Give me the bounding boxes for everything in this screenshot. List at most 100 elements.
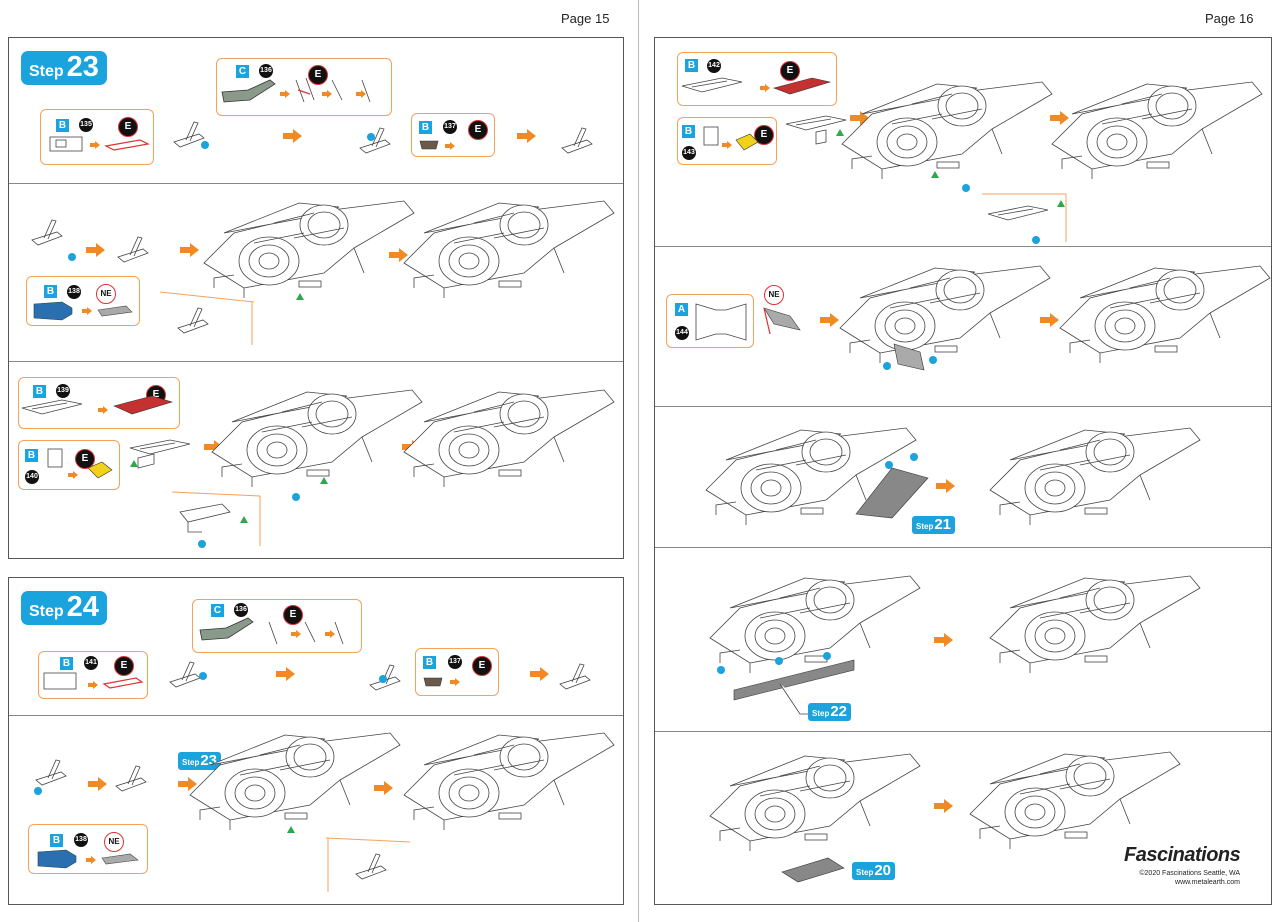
strut-assembly <box>31 219 63 246</box>
part-number: 136 <box>259 64 273 78</box>
step-20-part-drawing <box>781 857 845 883</box>
row-divider <box>655 406 1271 407</box>
part-144-folded-drawing <box>763 307 801 335</box>
step-21-part-drawing <box>855 467 929 519</box>
part-140-folded-drawing <box>87 461 113 479</box>
alignment-dot <box>962 184 970 192</box>
step-22-reference-badge: Step 22 <box>808 703 852 721</box>
sheet-label: B <box>685 59 698 72</box>
alignment-dot <box>1032 236 1040 244</box>
part-143-folded-drawing <box>735 133 759 151</box>
alignment-dot <box>775 657 783 665</box>
step-21-reference-badge: Step 21 <box>912 516 956 534</box>
ship-drawing <box>189 732 401 831</box>
strut-assembly <box>117 236 149 263</box>
alignment-dot <box>883 362 891 370</box>
strut-assembly <box>561 127 593 154</box>
part-number: 140 <box>25 470 39 484</box>
tool-ne-icon: NE <box>764 285 784 305</box>
ref-word: Step <box>916 522 934 531</box>
ship-drawing <box>1059 265 1271 364</box>
part-139-folded-drawing <box>113 395 174 415</box>
alignment-dot <box>823 652 831 660</box>
strut-assembly <box>115 765 147 792</box>
sheet-label: B <box>60 657 73 670</box>
step-20-reference-badge: Step 20 <box>852 862 896 880</box>
part-144-placement-drawing <box>893 343 925 371</box>
detail-inset <box>982 193 1067 242</box>
ship-drawing <box>989 427 1201 526</box>
ship-drawing <box>969 751 1181 850</box>
ship-drawing <box>1051 81 1263 180</box>
sheet-label: B <box>56 119 69 132</box>
page-number-right: Page 16 <box>1205 11 1254 26</box>
part-138-drawing <box>33 301 73 321</box>
alignment-dot <box>717 666 725 674</box>
part-143-drawing <box>703 126 719 146</box>
alignment-dot <box>885 461 893 469</box>
part-141-drawing <box>43 672 77 690</box>
website-link[interactable]: www.metalearth.com <box>1175 879 1240 886</box>
alignment-dot <box>199 672 207 680</box>
panel-assembly <box>129 439 191 469</box>
ship-drawing <box>211 389 423 488</box>
part-number: 142 <box>707 59 721 73</box>
row-divider <box>9 361 623 362</box>
ship-drawing <box>841 81 1053 180</box>
step-word: Step <box>29 603 64 620</box>
tool-e-icon: E <box>114 656 134 676</box>
part-number: 136 <box>234 603 248 617</box>
ref-word: Step <box>182 758 200 767</box>
alignment-dot <box>367 133 375 141</box>
part-136-drawing <box>199 617 254 641</box>
part-137-drawing <box>423 677 443 687</box>
row-divider <box>655 547 1271 548</box>
tool-ne-icon: NE <box>96 284 116 304</box>
strut-assembly <box>359 127 391 154</box>
alignment-dot <box>292 493 300 501</box>
part-number: 141 <box>84 656 98 670</box>
row-divider <box>655 246 1271 247</box>
strut-assembly <box>369 664 401 691</box>
ship-drawing <box>403 389 615 488</box>
panel-assembly <box>785 115 847 145</box>
alignment-dot <box>910 453 918 461</box>
marker-triangle <box>1057 200 1065 207</box>
tool-e-icon: E <box>308 65 328 85</box>
row-divider <box>655 731 1271 732</box>
tool-ne-icon: NE <box>104 832 124 852</box>
part-144-drawing <box>695 303 747 341</box>
part-140-drawing <box>47 448 63 468</box>
part-number: 137 <box>448 655 462 669</box>
ref-word: Step <box>812 709 830 718</box>
strut-assembly <box>169 661 201 688</box>
detail-inset <box>171 491 261 546</box>
sheet-label: B <box>419 121 432 134</box>
sheet-label: B <box>44 285 57 298</box>
ref-number: 20 <box>874 862 892 879</box>
sheet-label: B <box>25 449 38 462</box>
sheet-label: A <box>675 303 688 316</box>
part-139-drawing <box>21 399 83 415</box>
part-number: 143 <box>682 146 696 160</box>
part-138-drawing <box>37 849 77 869</box>
ship-drawing <box>989 575 1201 674</box>
marker-triangle <box>240 516 248 523</box>
marker-triangle <box>320 477 328 484</box>
part-142-drawing <box>681 77 743 93</box>
sheet-label: B <box>682 125 695 138</box>
ship-drawing <box>839 265 1051 364</box>
part-number: 144 <box>675 326 689 340</box>
ship-drawing <box>709 753 921 852</box>
alignment-dot <box>201 141 209 149</box>
sheet-label: B <box>423 656 436 669</box>
sheet-label: C <box>211 604 224 617</box>
alignment-dot <box>379 675 387 683</box>
part-136-drawing <box>221 79 276 103</box>
part-137-drawing <box>419 140 439 150</box>
detail-inset <box>159 291 255 345</box>
page-number-left: Page 15 <box>561 11 610 26</box>
ref-number: 22 <box>830 703 848 720</box>
ref-word: Step <box>856 868 874 877</box>
alignment-dot <box>68 253 76 261</box>
